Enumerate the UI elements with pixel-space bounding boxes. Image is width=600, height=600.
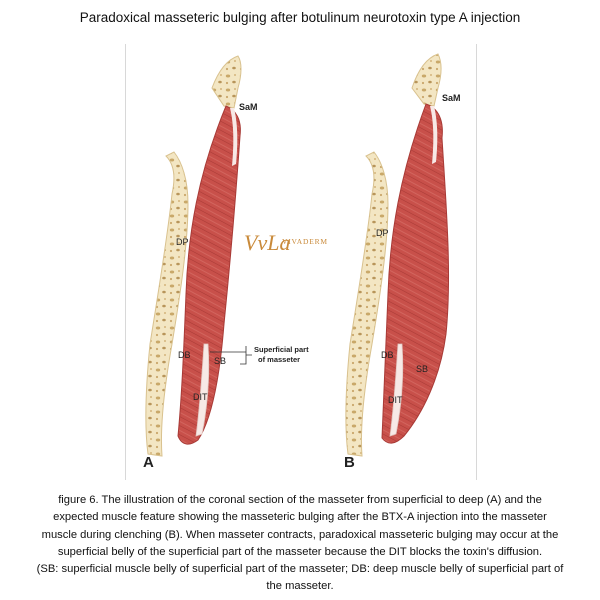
- caption-line: expected muscle feature showing the mass…: [53, 511, 547, 524]
- logo-monogram: VvLa: [244, 230, 290, 255]
- deep-inferior-tendon-b: [389, 343, 404, 437]
- diagram-a: SaM DP DB SB DIT Superficial part of mas…: [143, 55, 309, 471]
- label-dit-a: DIT: [193, 392, 208, 402]
- caption-line: muscle during clenching (B). When masset…: [41, 528, 559, 541]
- label-dp-a: DP: [176, 237, 189, 247]
- superficial-aponeurosis-a: [230, 108, 238, 166]
- zygomatic-bone-b: [411, 53, 442, 107]
- logo-brand: VIVADERM: [282, 237, 328, 246]
- label-dp-b: DP: [376, 228, 389, 238]
- diagram-b: SaM DP DB SB DIT B: [344, 53, 461, 471]
- vivaderm-logo: VvLa VIVADERM: [244, 230, 328, 255]
- bracket-superficial-part: [210, 346, 252, 365]
- figure-caption: figure 6. The illustration of the corona…: [0, 492, 600, 596]
- masseter-illustration: SaM DP DB SB DIT Superficial part of mas…: [143, 53, 461, 471]
- masseter-muscle-b: [381, 103, 450, 444]
- caption-line: (SB: superficial muscle belly of superfi…: [36, 563, 564, 576]
- label-sam-a: SaM: [239, 102, 258, 112]
- label-sam-b: SaM: [442, 93, 461, 103]
- superficial-aponeurosis-b: [430, 106, 438, 164]
- label-superficial-part-1: Superficial part: [254, 345, 309, 354]
- caption-line: figure 6. The illustration of the corona…: [58, 494, 542, 506]
- panel-label-a: A: [143, 454, 154, 471]
- label-db-b: DB: [381, 350, 394, 360]
- mandible-bone-b: [345, 151, 389, 457]
- masseter-muscle-a: [177, 105, 241, 445]
- figure-title: Paradoxical masseteric bulging after bot…: [79, 10, 521, 25]
- mandible-bone-a: [145, 151, 189, 457]
- zygomatic-bone-a: [211, 55, 242, 109]
- caption-line: the masseter.: [266, 580, 334, 593]
- label-superficial-part-2: of masseter: [258, 355, 300, 364]
- panel-label-b: B: [344, 454, 355, 471]
- illustration-panel: SaM DP DB SB DIT Superficial part of mas…: [125, 44, 477, 480]
- label-dit-b: DIT: [388, 395, 403, 405]
- label-db-a: DB: [178, 350, 191, 360]
- deep-inferior-tendon-a: [195, 343, 210, 437]
- label-sb-b: SB: [416, 364, 428, 374]
- caption-line: superficial belly of the superficial par…: [57, 545, 543, 558]
- label-sb-a: SB: [214, 356, 226, 366]
